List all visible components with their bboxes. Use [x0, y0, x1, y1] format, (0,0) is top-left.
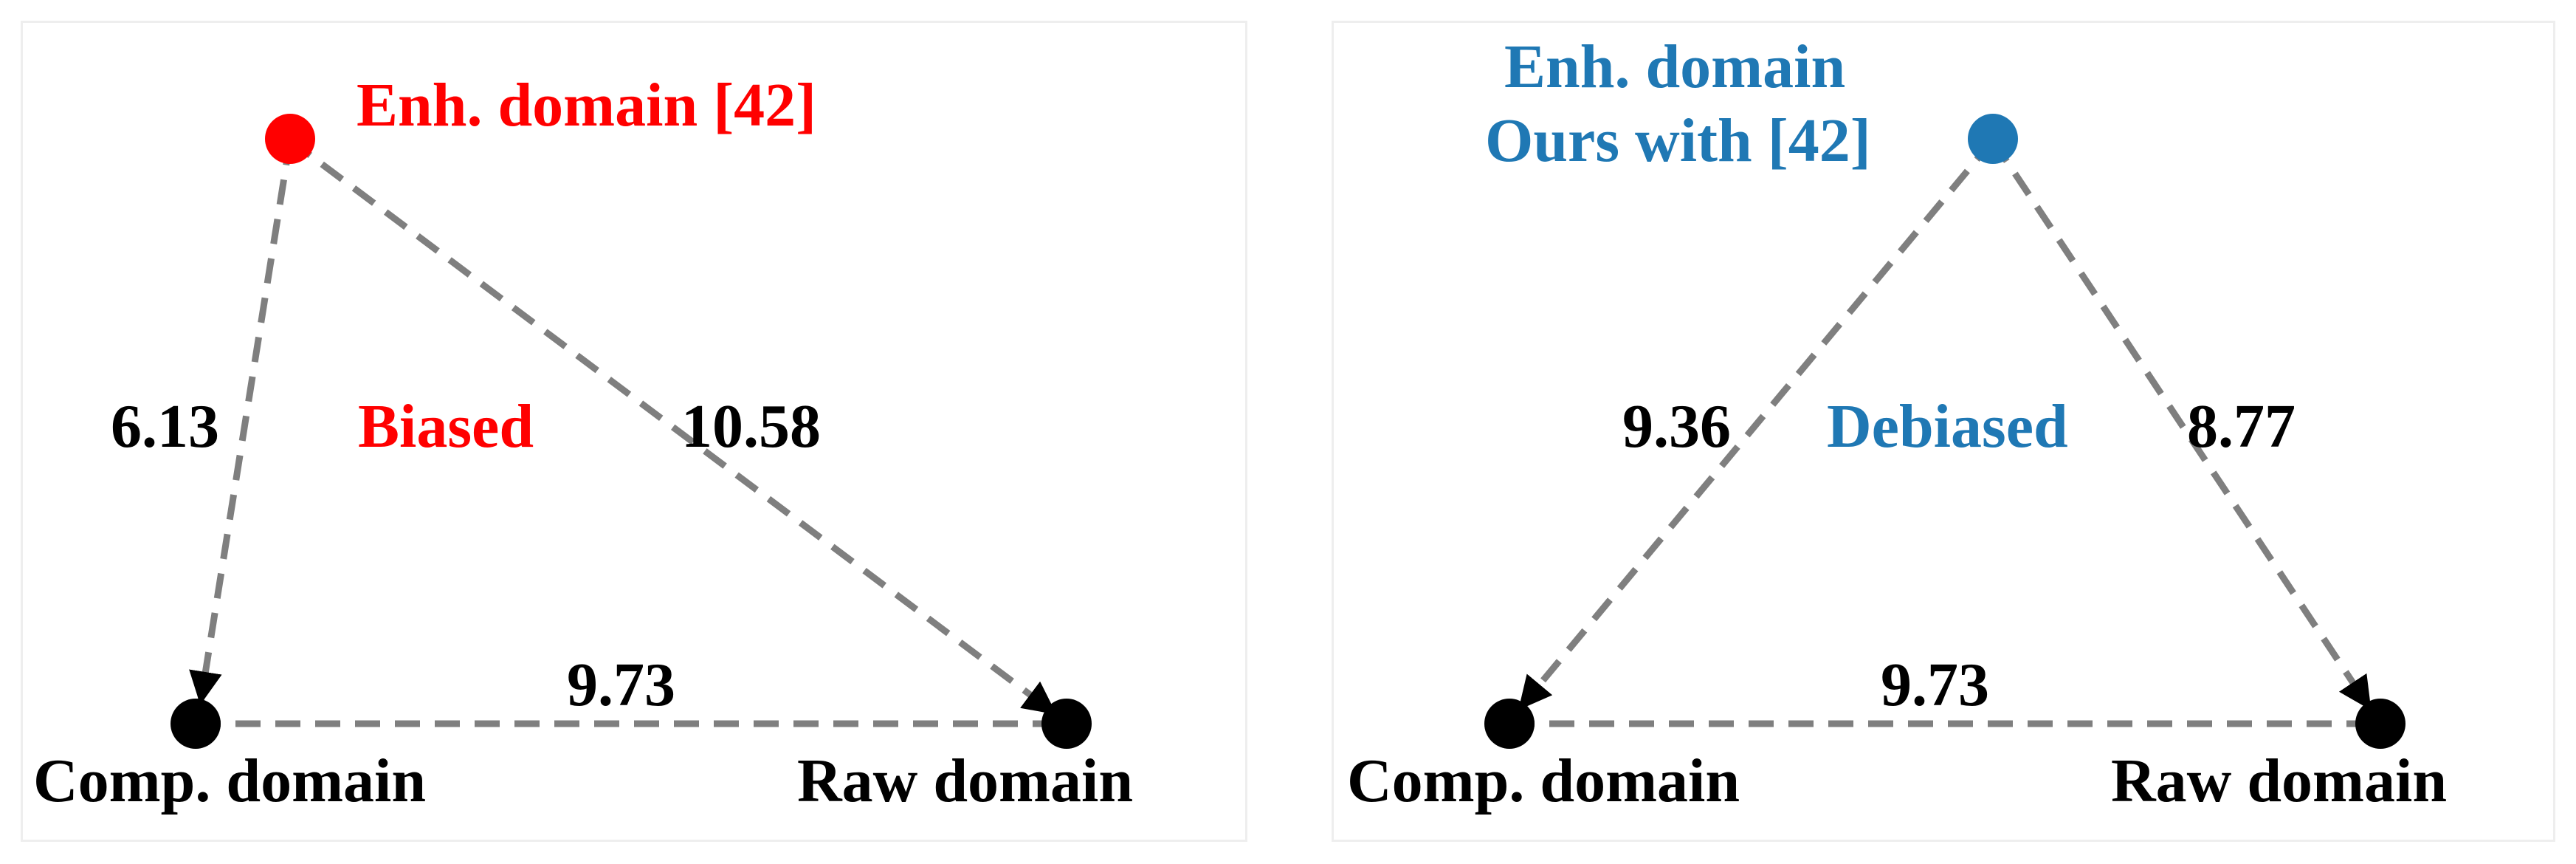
- left-enh-label: Enh. domain [42]: [357, 71, 816, 140]
- right-edge-enh-raw: [1990, 138, 2372, 710]
- left-edge-label-comp-raw: 9.73: [567, 651, 675, 719]
- left-edge-label-enh-comp: 6.13: [111, 392, 219, 461]
- right-enh-label-line1: Enh. domain: [1504, 32, 1845, 101]
- right-comp-node: [1484, 699, 1535, 749]
- right-raw-label: Raw domain: [2111, 747, 2447, 815]
- right-center-label: Debiased: [1827, 392, 2068, 461]
- left-center-label: Biased: [358, 392, 534, 461]
- right-comp-label: Comp. domain: [1347, 747, 1740, 815]
- left-enh-node: [265, 114, 315, 164]
- left-diagram: Enh. domain [42] Biased 6.13 10.58 9.73 …: [33, 71, 1133, 815]
- right-raw-node: [2355, 699, 2405, 749]
- left-raw-node: [1041, 699, 1092, 749]
- right-edge-enh-comp: [1518, 138, 1996, 710]
- left-comp-node: [171, 699, 221, 749]
- right-edge-label-comp-raw: 9.73: [1881, 651, 1989, 719]
- right-edge-label-enh-raw: 8.77: [2187, 392, 2296, 461]
- right-enh-label-line2: Ours with [42]: [1485, 106, 1871, 175]
- left-raw-label: Raw domain: [797, 747, 1133, 815]
- right-edge-label-enh-comp: 9.36: [1622, 392, 1731, 461]
- left-comp-label: Comp. domain: [33, 747, 426, 815]
- right-diagram: Enh. domain Ours with [42] Debiased 9.36…: [1347, 32, 2447, 815]
- left-edge-enh-comp: [189, 140, 294, 705]
- left-edge-label-enh-raw: 10.58: [681, 392, 821, 461]
- right-enh-node: [1968, 114, 2018, 164]
